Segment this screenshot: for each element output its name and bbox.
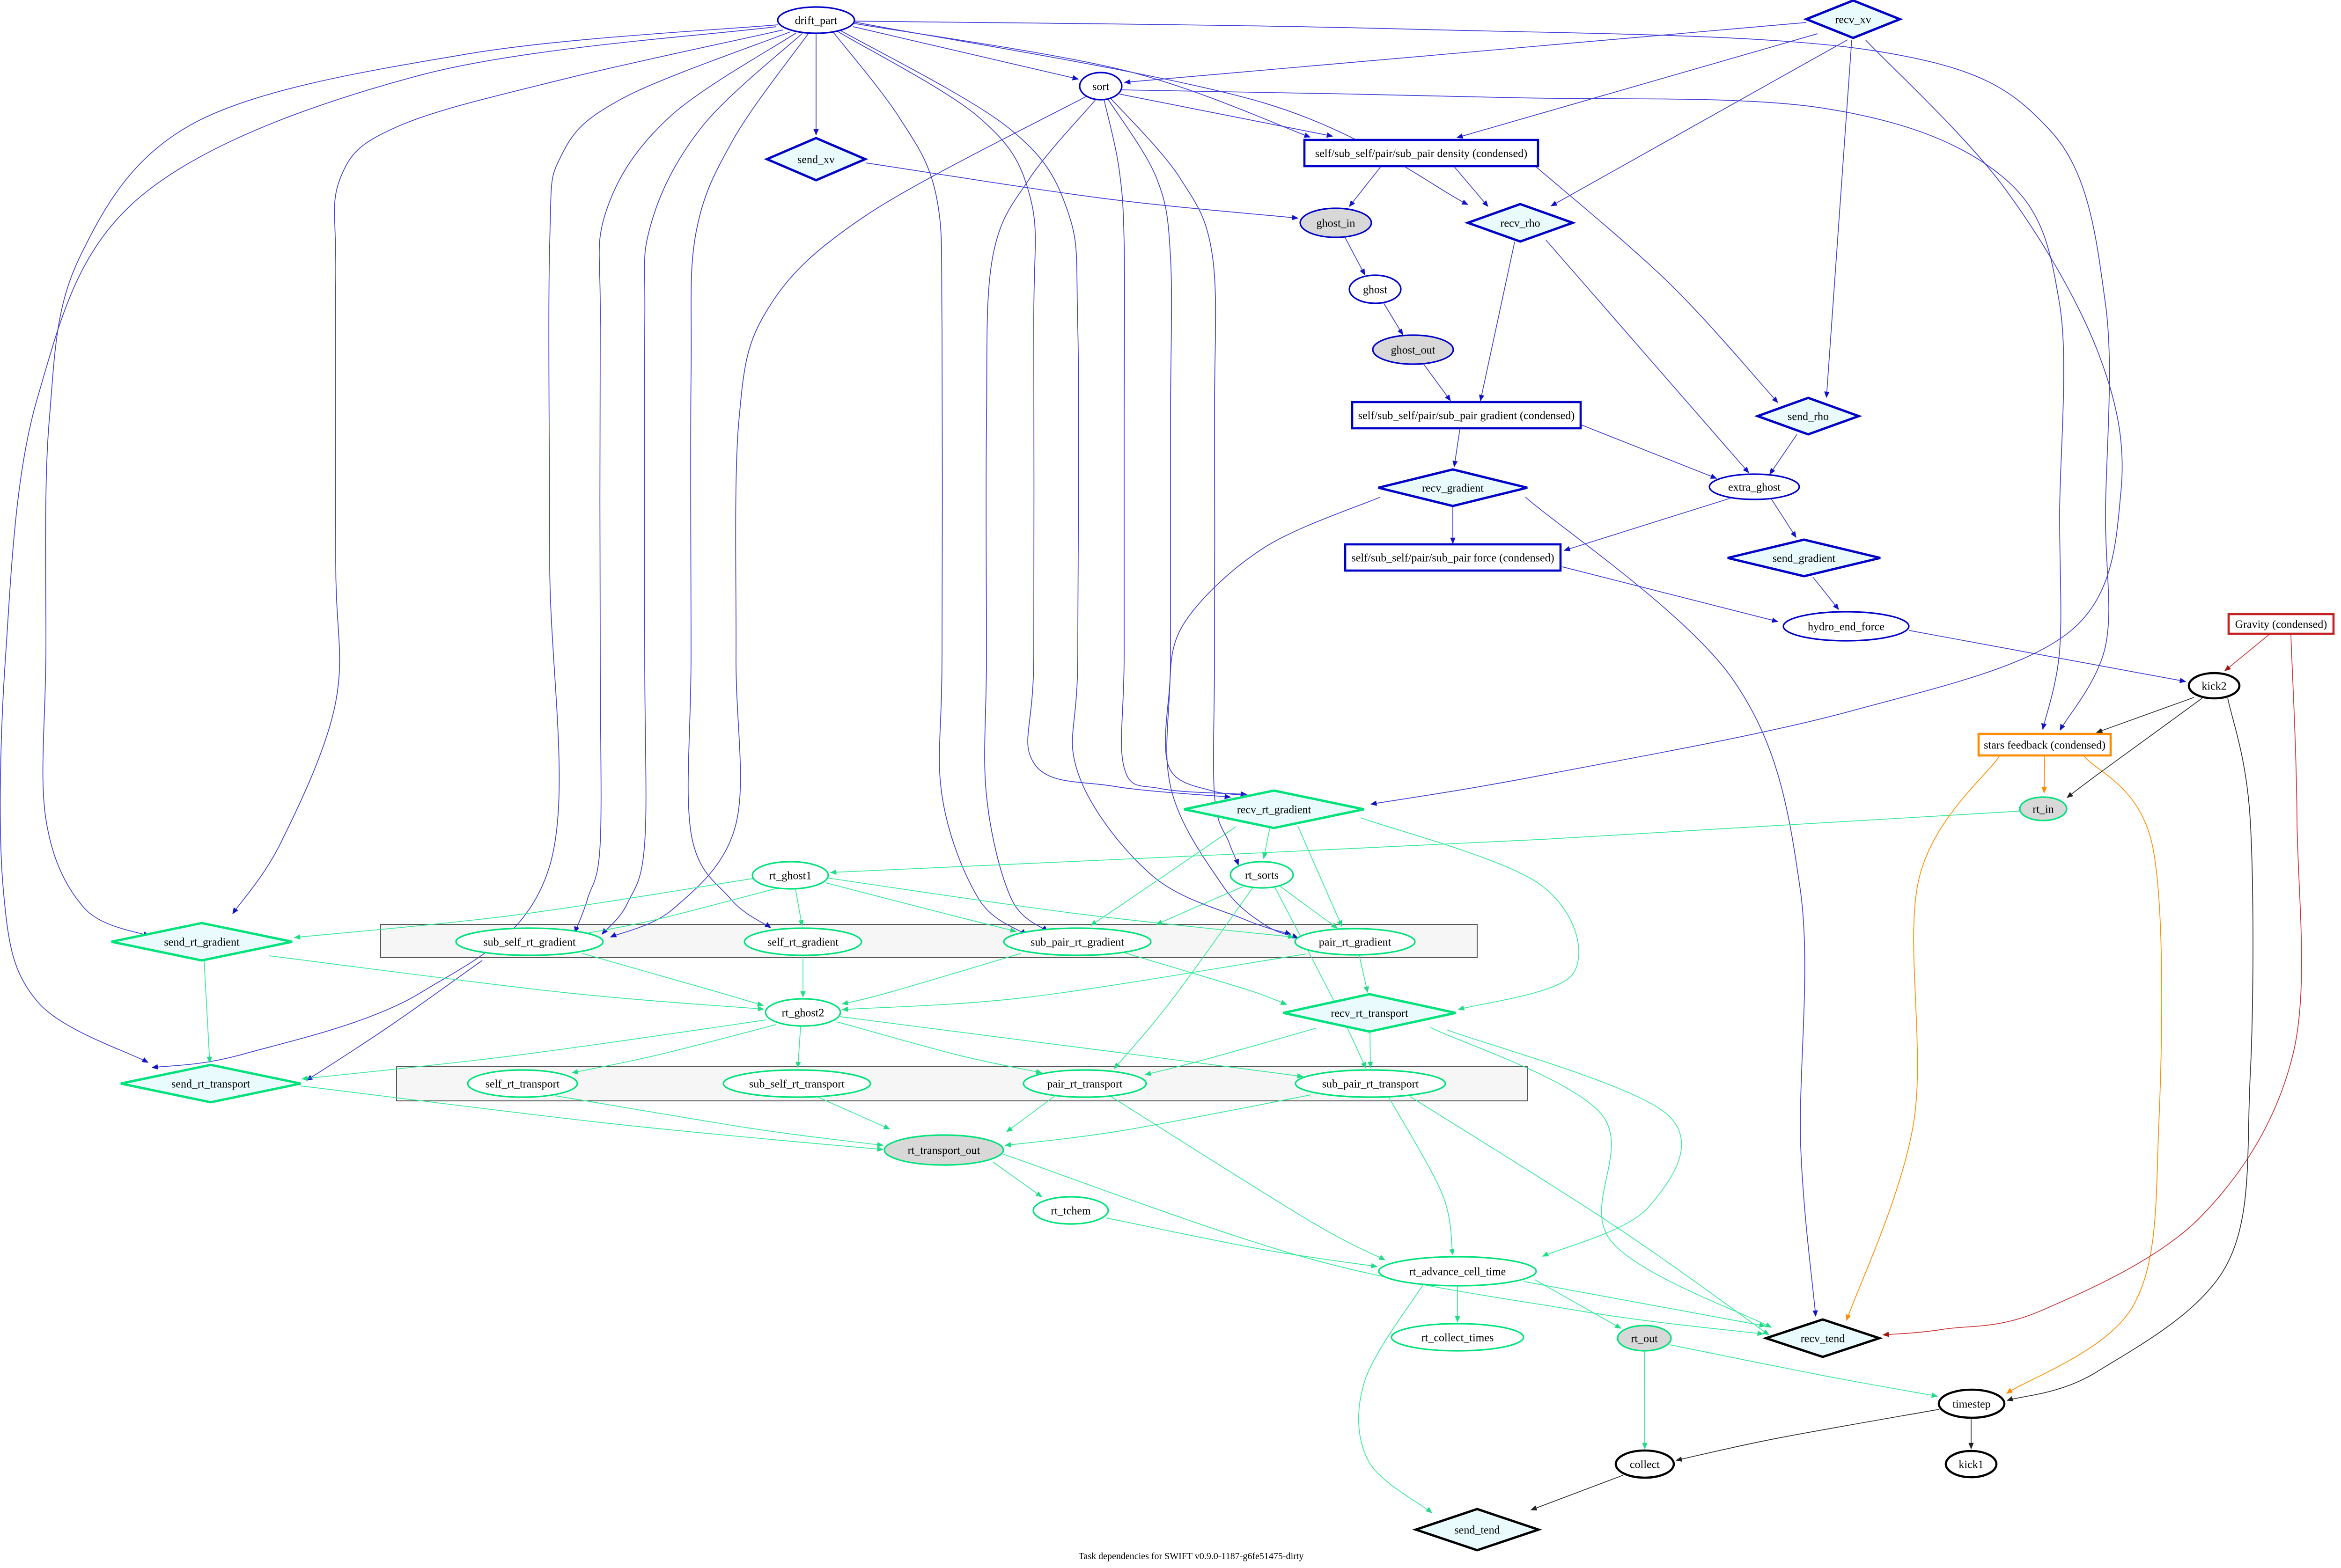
svg-text:recv_rt_gradient: recv_rt_gradient [1237, 804, 1311, 816]
svg-text:ghost_out: ghost_out [1391, 344, 1436, 357]
svg-text:rt_in: rt_in [2032, 804, 2054, 816]
svg-text:sub_self_rt_transport: sub_self_rt_transport [749, 1078, 845, 1091]
svg-text:recv_xv: recv_xv [1835, 14, 1871, 26]
svg-text:rt_ghost1: rt_ghost1 [769, 870, 812, 882]
svg-text:send_xv: send_xv [797, 154, 835, 166]
svg-text:send_tend: send_tend [1454, 1524, 1500, 1537]
svg-text:rt_collect_times: rt_collect_times [1421, 1332, 1494, 1344]
svg-text:recv_rt_transport: recv_rt_transport [1331, 1008, 1408, 1020]
svg-text:self_rt_transport: self_rt_transport [486, 1078, 560, 1091]
svg-text:pair_rt_gradient: pair_rt_gradient [1319, 937, 1391, 949]
svg-text:self/sub_self/pair/sub_pair fo: self/sub_self/pair/sub_pair force (conde… [1351, 552, 1554, 564]
svg-text:rt_out: rt_out [1631, 1333, 1658, 1345]
svg-text:ghost_in: ghost_in [1317, 218, 1355, 230]
svg-text:stars feedback (condensed): stars feedback (condensed) [1984, 740, 2105, 752]
svg-text:recv_rho: recv_rho [1500, 218, 1540, 230]
svg-text:pair_rt_transport: pair_rt_transport [1047, 1078, 1123, 1091]
svg-text:kick1: kick1 [1958, 1459, 1983, 1471]
svg-text:send_rt_transport: send_rt_transport [171, 1078, 250, 1091]
svg-text:recv_gradient: recv_gradient [1422, 483, 1484, 495]
svg-text:Gravity (condensed): Gravity (condensed) [2235, 619, 2327, 631]
svg-text:kick2: kick2 [2201, 681, 2226, 693]
svg-text:rt_sorts: rt_sorts [1245, 870, 1279, 882]
svg-text:send_rho: send_rho [1788, 411, 1829, 423]
svg-text:timestep: timestep [1952, 1399, 1990, 1411]
svg-text:sort: sort [1092, 81, 1109, 93]
svg-text:rt_transport_out: rt_transport_out [908, 1145, 980, 1157]
svg-text:collect: collect [1630, 1459, 1660, 1471]
svg-text:hydro_end_force: hydro_end_force [1808, 621, 1885, 633]
svg-text:rt_tchem: rt_tchem [1051, 1205, 1091, 1217]
svg-text:send_gradient: send_gradient [1773, 553, 1836, 565]
svg-text:send_rt_gradient: send_rt_gradient [164, 937, 240, 949]
svg-text:recv_tend: recv_tend [1801, 1333, 1845, 1345]
svg-text:self/sub_self/pair/sub_pair de: self/sub_self/pair/sub_pair density (con… [1315, 148, 1527, 160]
svg-text:self_rt_gradient: self_rt_gradient [767, 937, 839, 949]
svg-text:sub_pair_rt_transport: sub_pair_rt_transport [1322, 1078, 1419, 1091]
svg-text:Task dependencies for SWIFT v0: Task dependencies for SWIFT v0.9.0-1187-… [1079, 1551, 1304, 1561]
svg-text:extra_ghost: extra_ghost [1728, 482, 1781, 494]
svg-text:rt_advance_cell_time: rt_advance_cell_time [1409, 1266, 1506, 1278]
svg-text:sub_self_rt_gradient: sub_self_rt_gradient [483, 937, 576, 949]
svg-text:rt_ghost2: rt_ghost2 [782, 1007, 825, 1019]
svg-text:self/sub_self/pair/sub_pair gr: self/sub_self/pair/sub_pair gradient (co… [1358, 410, 1575, 422]
svg-text:sub_pair_rt_gradient: sub_pair_rt_gradient [1031, 937, 1124, 949]
svg-text:drift_part: drift_part [795, 15, 838, 27]
svg-text:ghost: ghost [1363, 284, 1387, 296]
